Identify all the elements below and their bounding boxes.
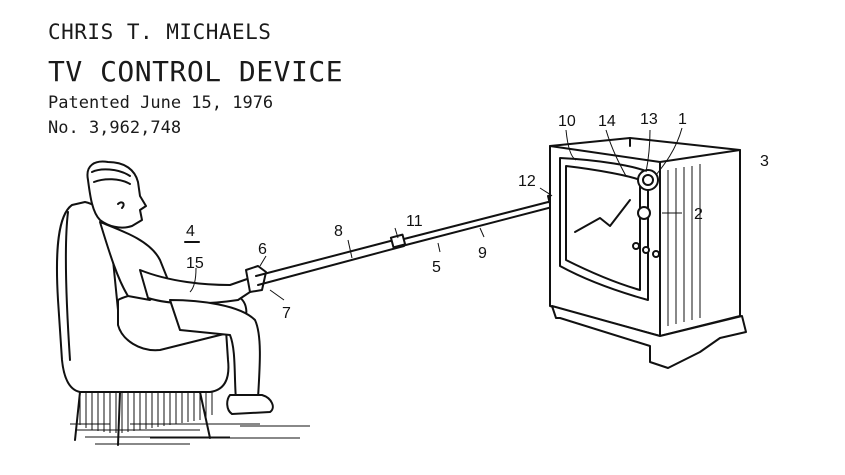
label-14: 14 xyxy=(598,113,616,130)
label-11: 11 xyxy=(406,213,423,230)
reference-numerals: 10 14 13 1 3 12 2 11 8 9 5 6 7 4 15 xyxy=(184,111,769,322)
label-6: 6 xyxy=(258,241,267,258)
seated-person xyxy=(86,160,274,415)
television-set xyxy=(549,137,747,369)
floor-hatching xyxy=(70,423,310,445)
label-2: 2 xyxy=(694,206,703,223)
label-10: 10 xyxy=(558,113,576,130)
label-8: 8 xyxy=(334,223,343,240)
patent-number: No. 3,962,748 xyxy=(48,118,182,138)
label-4: 4 xyxy=(186,223,195,240)
label-15: 15 xyxy=(186,255,204,272)
label-5: 5 xyxy=(432,259,441,276)
label-12: 12 xyxy=(518,173,536,190)
label-9: 9 xyxy=(478,245,487,262)
label-7: 7 xyxy=(282,305,291,322)
label-3: 3 xyxy=(760,153,769,170)
label-13: 13 xyxy=(640,111,658,128)
leader-lines xyxy=(189,127,683,301)
inventor-name: CHRIS T. MICHAELS xyxy=(48,20,272,44)
patent-title: TV CONTROL DEVICE xyxy=(48,55,344,88)
label-1: 1 xyxy=(678,111,687,128)
patent-date: Patented June 15, 1976 xyxy=(48,93,274,113)
